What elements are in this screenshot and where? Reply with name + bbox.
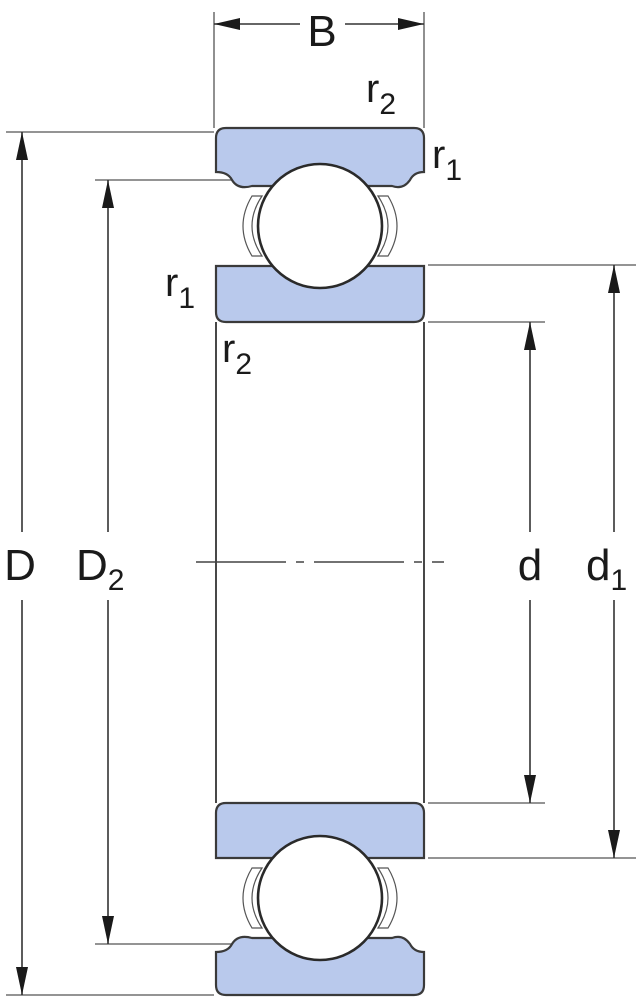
ball-top (256, 162, 384, 290)
cage-right-bottom (376, 867, 398, 929)
label-r2-left: r2 (222, 327, 252, 381)
label-d-outer: D (4, 541, 36, 590)
dimension-d-bore: d (428, 321, 545, 804)
cage-right-top (376, 195, 398, 257)
cage-left-bottom (242, 867, 264, 929)
label-r1-top: r1 (432, 133, 462, 187)
label-d-bore: d (518, 541, 542, 590)
cage-left-top (242, 195, 264, 257)
dimension-d1: d1 (428, 264, 636, 859)
label-b: B (307, 7, 336, 56)
ball-bottom (256, 834, 384, 962)
label-d1: d1 (586, 541, 627, 597)
dimension-d-outer: D (4, 131, 214, 996)
label-r2-top: r2 (366, 67, 396, 121)
inner-ring-top (214, 264, 426, 324)
inner-ring-bottom (214, 801, 426, 860)
bearing-section-bottom (214, 801, 426, 997)
dimension-b: B (213, 7, 425, 128)
bearing-section-top (214, 126, 426, 324)
label-r1-left: r1 (165, 261, 195, 315)
bore-outline (196, 322, 444, 803)
outer-ring-bottom (214, 935, 426, 997)
dimension-d2: D2 (76, 179, 232, 945)
label-d2: D2 (76, 541, 124, 597)
